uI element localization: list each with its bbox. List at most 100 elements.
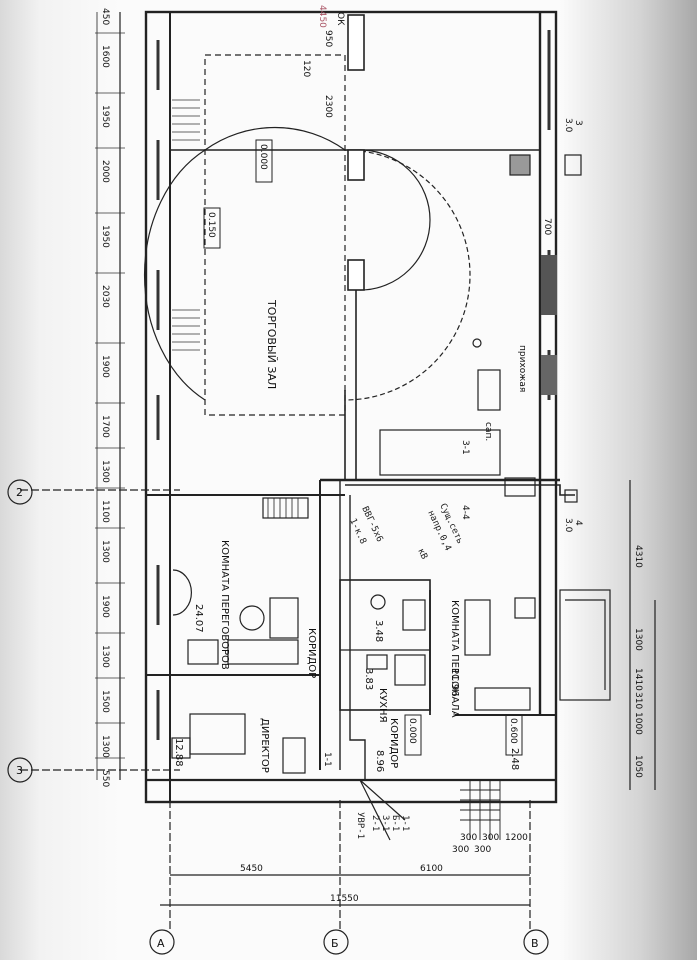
left-dim: 1300 [100, 645, 110, 668]
section-1-1: 1-1 [322, 752, 332, 767]
bottom-dim-s1: 300 [460, 833, 477, 843]
room-corridor-bottom: КОРИДОР [388, 718, 399, 768]
stair-rail [565, 599, 606, 690]
arc [204, 126, 346, 151]
hall-outline [204, 54, 346, 416]
staff-sofa [474, 687, 531, 711]
note-line: 1-1 [400, 815, 410, 831]
section-sap: сап. [483, 422, 493, 441]
axis-c-bubble [523, 929, 549, 955]
junction-box [564, 489, 578, 503]
table [187, 639, 219, 665]
round-table [172, 569, 193, 616]
section-3: 3 [573, 120, 583, 126]
staff-table [464, 599, 491, 656]
leader [359, 779, 406, 821]
left-dim: 1100 [100, 500, 110, 523]
room-staff-area: 11.96 [449, 668, 460, 697]
room-corridor-left: КОРИДОР [306, 628, 317, 678]
left-dim: 1950 [100, 225, 110, 248]
right-dim-top: 4310 [633, 545, 643, 568]
left-dim: 2000 [100, 160, 110, 183]
axis-c-label: В [531, 937, 539, 950]
cable-route [345, 484, 575, 496]
note-line: 3-1 [380, 815, 390, 831]
section-4: 4 [573, 520, 583, 526]
room-director-area: 12.88 [173, 738, 184, 767]
stamp-text: ОК [335, 12, 345, 26]
table-round [239, 605, 265, 631]
left-dim: 1900 [100, 355, 110, 378]
left-dim: 1500 [100, 690, 110, 713]
level-box [404, 714, 422, 756]
left-dim: 1600 [100, 45, 110, 68]
bottom-dim-b: 6100 [420, 864, 443, 874]
axis-a-bubble [149, 929, 175, 955]
shelf-lines [267, 498, 299, 518]
bottom-dim-s3: 1200 [505, 833, 528, 843]
left-dim: 1700 [100, 415, 110, 438]
sink [370, 594, 386, 610]
room-trading-hall: ТОРГОВЫЙ ЗАЛ [265, 299, 278, 389]
fixture-circle [472, 338, 482, 348]
axis-3-label: 3 [16, 764, 23, 777]
chair [171, 737, 191, 759]
stairs-left [172, 99, 200, 351]
section-3-1: 3-1 [460, 440, 470, 455]
note-line: 2-1 [370, 815, 380, 831]
left-dim: 1300 [100, 735, 110, 758]
level-box [255, 139, 273, 183]
level-office: 0.000 [407, 718, 417, 744]
bottom-dim-a: 5450 [240, 864, 263, 874]
top-dim-b: 120 [301, 60, 311, 77]
arc-left [143, 149, 206, 401]
left-dim: 2030 [100, 285, 110, 308]
cabinet [282, 737, 306, 774]
leader [359, 779, 391, 841]
sofa [227, 639, 299, 665]
toilet [402, 599, 426, 631]
axis-b-bubble [323, 929, 349, 955]
section-4-4: 4-4 [460, 505, 470, 520]
room-entrance-area: 2.48 [509, 748, 520, 770]
sofa [269, 597, 299, 639]
right-dim-5: 1050 [633, 755, 643, 778]
kitchen-sink [366, 654, 388, 670]
level-box [505, 714, 523, 756]
left-dimensions: 1600195020001950203019001700130011001300… [95, 32, 125, 787]
note-line: Б-1 [390, 815, 400, 831]
top-dim-c: 2300 [323, 95, 333, 118]
axis-a-label: А [157, 937, 165, 950]
counter [379, 429, 501, 476]
room-corridor-area: 8.96 [374, 750, 385, 772]
column [541, 255, 557, 315]
stove [394, 654, 426, 686]
panel [504, 477, 536, 497]
fridge [514, 597, 536, 619]
right-dim-4: 1000 [633, 712, 643, 735]
left-dim: 1300 [100, 540, 110, 563]
column [347, 14, 365, 71]
level-hall-a: 0.000 [258, 144, 268, 170]
room-entrance: прихожая [517, 345, 527, 392]
axis-3-bubble [7, 757, 33, 783]
room-meeting-area: 24.07 [193, 604, 204, 633]
bookshelf [262, 497, 309, 519]
left-dim: 1900 [100, 595, 110, 618]
level-hall-b: 0.150 [206, 212, 216, 238]
note-vru: УВР-1 [355, 812, 365, 839]
section-4-sheet: 3.0 [563, 518, 573, 533]
dim-700: 700 [542, 218, 552, 235]
stairs-lower [460, 780, 501, 840]
right-dim-2: 1410 [633, 668, 643, 691]
level-box [203, 207, 221, 249]
room-staff: КОМНАТА ПЕРСОНАЛА [449, 600, 460, 718]
level-stair: 0.600 [508, 718, 518, 744]
room-kitchen-area: 3.83 [363, 668, 374, 690]
axis-2-label: 2 [16, 486, 23, 499]
top-dim-a: 950 [323, 30, 333, 47]
column [347, 259, 365, 291]
